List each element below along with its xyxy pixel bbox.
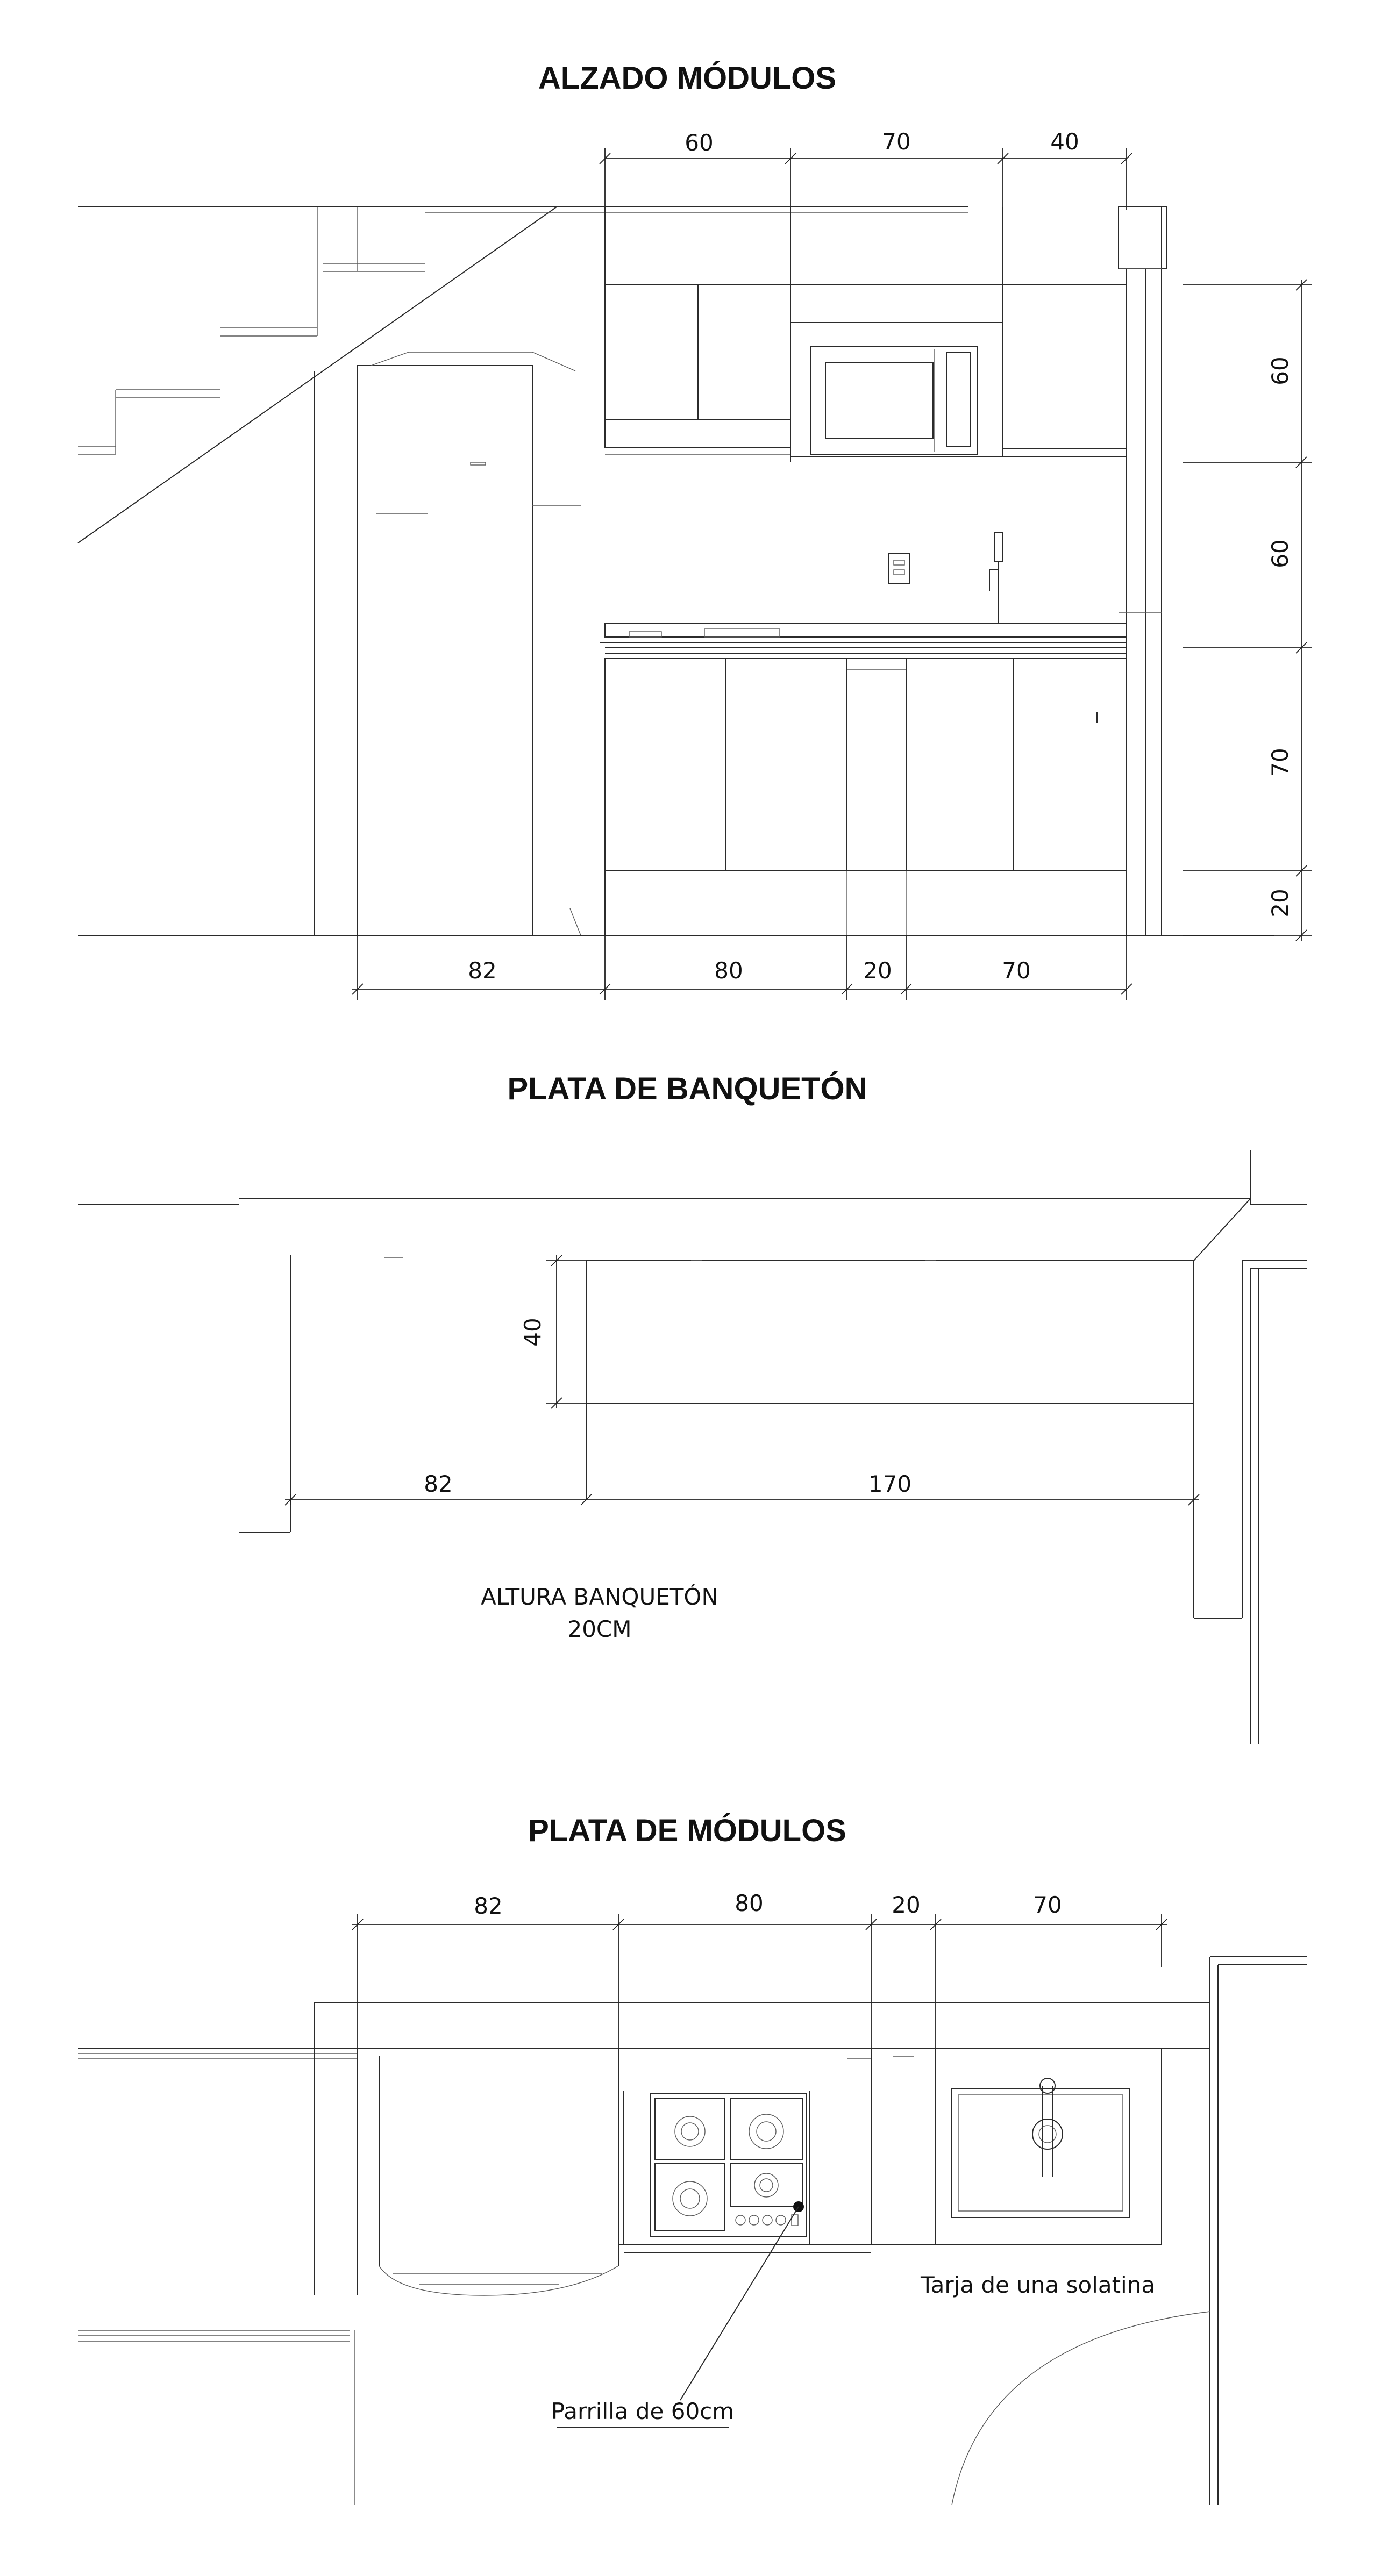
cabinets-plan [618,2048,1162,2253]
modulos-section: PLATA DE MÓDULOS 82 80 20 70 [78,1813,1307,2506]
lower-cabinets [604,658,1127,935]
sink-label: Tarja de una solatina [920,2272,1155,2298]
modulos-dim-top-20: 20 [892,1892,920,1918]
sink-plan [951,2078,1130,2218]
modulos-dim-top-70: 70 [1033,1892,1062,1918]
modulos-top-dimensions: 82 80 20 70 [352,1890,1167,2048]
banqueton-walls [78,1150,1307,1744]
banqueton-depth-dimension: 40 [519,1255,586,1409]
alzado-dim-top-40: 40 [1050,128,1079,155]
modulos-title: PLATA DE MÓDULOS [528,1813,846,1848]
grill-label: Parrilla de 60cm [551,2398,734,2424]
alzado-dim-bottom-82: 82 [468,957,496,984]
electrical-outlet [888,553,910,584]
alzado-dim-side-60b: 60 [1267,539,1293,568]
alzado-dim-top-60: 60 [685,130,713,156]
alzado-dim-bottom-80: 80 [714,957,743,984]
refrigerator [357,352,581,936]
alzado-section: ALZADO MÓDULOS 60 70 40 [77,61,1312,1000]
alzado-dim-side-60a: 60 [1267,356,1293,385]
door-swing [951,2311,1210,2506]
upper-cabinets [604,207,1127,462]
banqueton-note-line1: ALTURA BANQUETÓN [481,1583,718,1610]
modulos-annotations: Tarja de una solatina Parrilla de 60cm [551,2206,1155,2428]
microwave [810,346,978,455]
staircase [77,206,968,935]
alzado-dim-bottom-20: 20 [863,957,892,984]
alzado-dim-bottom-70: 70 [1002,957,1030,984]
banqueton-section: PLATA DE BANQUETÓN [78,1071,1307,1744]
banqueton-length-dimension: 82 170 [284,1471,1200,1506]
alzado-bottom-dimensions: 82 80 20 70 [352,935,1132,1000]
modulos-dim-top-80: 80 [735,1890,763,1916]
banqueton-dim-right: 170 [868,1471,911,1497]
alzado-side-dimensions: 60 60 70 20 [1183,279,1312,941]
modulos-walls [78,1956,1307,2505]
refrigerator-plan [379,2056,619,2296]
cooktop-plan [650,2093,807,2237]
alzado-dim-top-70: 70 [882,128,910,155]
alzado-top-dimensions: 60 70 40 [599,128,1132,210]
wall-panel [1118,206,1167,935]
modulos-dim-top-82: 82 [474,1893,502,1919]
alzado-title: ALZADO MÓDULOS [538,61,836,96]
banqueton-dim-depth: 40 [519,1318,546,1346]
banqueton-note-line2: 20CM [567,1616,631,1642]
countertop [600,623,1127,659]
faucet [989,532,1003,624]
banqueton-dim-left: 82 [424,1471,452,1497]
alzado-dim-side-70: 70 [1267,748,1293,776]
banqueton-title: PLATA DE BANQUETÓN [507,1071,867,1106]
bench-plan [586,1260,1194,1500]
alzado-dim-side-20: 20 [1267,889,1293,917]
